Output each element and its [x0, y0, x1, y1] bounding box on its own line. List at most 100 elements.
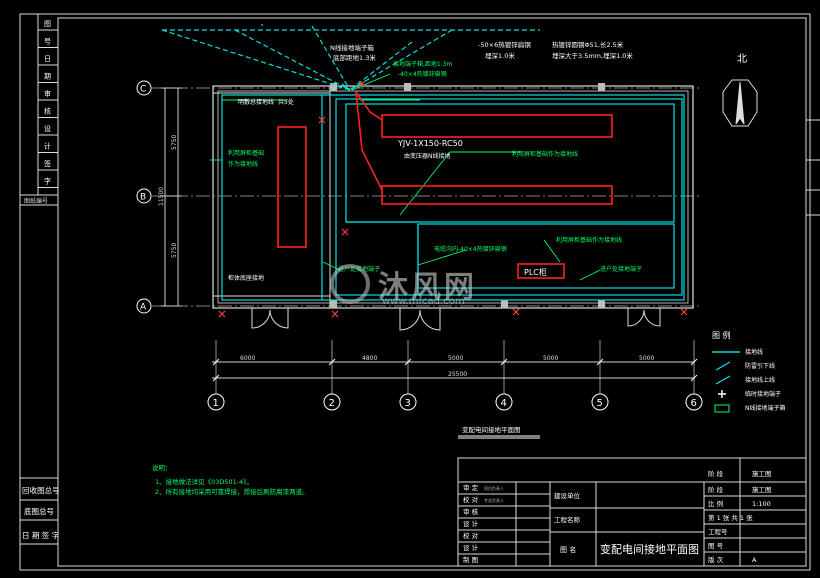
title-block: 审 定项目负责人校 对专业负责人审 核设 计校 对设 计制 图 阶 段施工图比 … [457, 457, 807, 567]
grounding-network [161, 24, 685, 301]
grid-col-bubble-4 [495, 393, 513, 411]
plc-label: PLC柜 [524, 267, 547, 277]
left-strip-cell-6: 设 [44, 124, 51, 133]
grid-col-label-4: 4 [501, 398, 507, 409]
tb-right-value-5: A [752, 556, 757, 564]
annot-entry-terminal-left: 进户处接地端子 [338, 265, 380, 273]
grid-col-label-3: 3 [405, 398, 411, 409]
annot-neutral-box: N线接地端子箱 [330, 43, 374, 52]
grid-row-bubble-A [136, 298, 152, 314]
annot-box-height: 底部距地1.3米 [333, 53, 376, 62]
legend-label-2: 接地线上线 [745, 376, 775, 384]
annot-cabinet-base-top: 利用屏柜基础作为接地线 [512, 150, 578, 158]
date-sign-label: 日 期 签 字 [22, 530, 59, 540]
ground-rod-4 [680, 308, 688, 316]
tb-row-label-0: 审 定 [463, 483, 479, 492]
tb-row-label-4: 校 对 [463, 531, 479, 540]
plan-annotations: N线接地端子箱 底部距地1.3米 -50×6热镀锌扁钢 埋深1.0米 热镀锌圆钢… [228, 40, 642, 282]
left-switchgear-cabinet [277, 126, 307, 248]
col-dim-4: 5000 [543, 355, 558, 362]
left-strip-cell-7: 计 [44, 142, 51, 151]
left-strip-cell-4: 审 [44, 89, 51, 98]
grid-col-bubble-1 [207, 393, 225, 411]
row-dim-total: 11500 [158, 187, 165, 206]
dim-tick-top-3 [500, 358, 508, 366]
recall-number-label: 回收图总号 [22, 485, 60, 495]
legend-label-1: 防雷引下线 [745, 362, 775, 370]
annot-main-ground: 明敷总接地线 [238, 98, 274, 106]
tb-right-label-3: 工程号 [708, 527, 728, 536]
right-strip [806, 119, 820, 216]
tb-project-label: 工程名称 [554, 515, 581, 524]
grid-col-bubble-6 [685, 393, 703, 411]
left-strip-cell-0: 图 [44, 20, 51, 28]
left-mid-label: 图纸编号 [24, 197, 48, 205]
grid-col-label-1: 1 [213, 398, 219, 409]
tb-right-label-5: 版 次 [708, 555, 724, 564]
grid-col-bubble-5 [591, 393, 609, 411]
ground-rod-markers [218, 80, 688, 318]
sheet-inner-frame [57, 17, 807, 567]
north-arrow: 北 [722, 53, 758, 127]
grid-row-label-A: A [140, 303, 147, 313]
annot-entry-terminal-right: 进户处接地端子 [600, 265, 642, 273]
legend-label-0: 接地线 [745, 348, 763, 356]
grid-row-bubble-B [136, 188, 152, 204]
tb-right-label-2: 第 1 张 共 1 张 [708, 513, 753, 522]
legend-title: 图 例 [712, 330, 731, 340]
building-walls [212, 83, 694, 331]
plan-title: 变配电间接地平面图 [462, 425, 521, 434]
left-strip-cell-9: 字 [44, 177, 51, 186]
dim-tick-top-1 [328, 358, 336, 366]
sheet-outer-frame [19, 13, 811, 571]
design-notes: 说明： 1、接地做法详见《03D501-4》。 2、所有接地均采用可靠焊接，焊接… [152, 463, 309, 496]
grid-row-axes: C B A [136, 80, 700, 314]
ground-rod-2 [358, 80, 366, 88]
grid-row-bubble-C [136, 80, 152, 96]
annot-cable-spec: YJV-1X150-RC50 [397, 139, 463, 148]
col-dim-1: 6000 [240, 355, 255, 362]
tb-unit-label: 建设单位 [554, 491, 581, 500]
tb-row-label-1: 校 对 [463, 495, 479, 504]
ground-rod-3 [512, 308, 520, 316]
grid-row-label-C: C [140, 85, 146, 95]
tb-right-label-1: 比 例 [708, 499, 723, 508]
tb-row-label-3: 设 计 [463, 519, 479, 528]
tb-right-value-1: 1:100 [752, 500, 771, 508]
legend-swatch-2 [715, 375, 731, 385]
tb-stage-value-top: 施工图 [752, 469, 772, 478]
tb-row-sub-0: 项目负责人 [484, 485, 504, 491]
tb-row-sub-1: 专业负责人 [484, 497, 504, 503]
annot-cabinet-base-left-2: 作为接地线 [228, 160, 258, 168]
grid-col-label-6: 6 [691, 398, 697, 409]
col-dim-total: 25500 [448, 371, 467, 378]
upper-cabinet-row [381, 114, 613, 138]
tb-row-label-6: 制 图 [463, 555, 478, 564]
switchgear-equipment [277, 91, 613, 279]
dim-tick-top-2 [404, 358, 412, 366]
legend-label-3: 临时接地端子 [745, 390, 781, 398]
annot-cabinet-base-bottom: 利用屏柜基础作为接地线 [556, 236, 622, 244]
col-dim-3: 5000 [448, 355, 463, 362]
tb-row-label-2: 审 核 [463, 507, 479, 516]
tb-drawing-label: 图 名 [560, 545, 576, 554]
dim-tick-total-1 [690, 374, 698, 382]
col-dim-5: 5000 [639, 355, 654, 362]
row-dim-lower: 5750 [171, 243, 178, 258]
left-strip-cell-8: 签 [44, 159, 51, 168]
dim-tick-top-5 [690, 358, 698, 366]
ground-rod-1 [331, 310, 339, 318]
lower-cabinet-row [381, 185, 613, 205]
col-dim-2: 4800 [362, 355, 377, 362]
grid-row-label-B: B [140, 193, 146, 203]
legend-swatch-3 [718, 390, 726, 398]
ground-rod-0 [218, 310, 226, 318]
row-dim-upper: 5750 [171, 135, 178, 150]
grid-col-label-2: 2 [329, 398, 335, 409]
ground-rod-6 [341, 228, 349, 236]
left-strip-cell-3: 期 [44, 73, 51, 81]
